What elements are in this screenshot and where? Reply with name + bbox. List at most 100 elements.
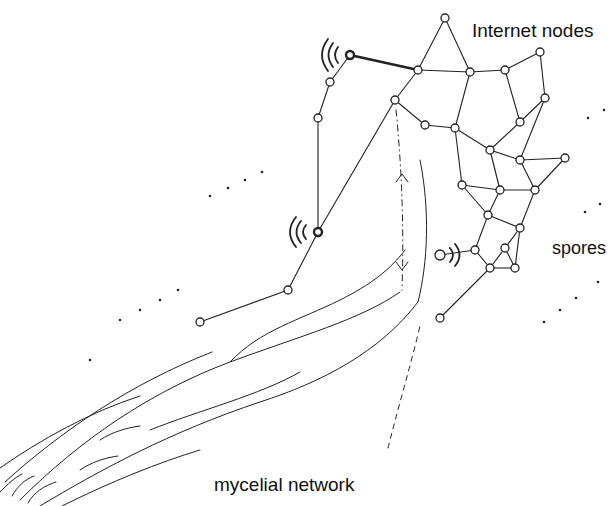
signal-arc — [303, 225, 306, 239]
hypha — [80, 456, 118, 470]
spore-dot — [261, 171, 264, 174]
hypha — [100, 426, 140, 440]
internet-node — [196, 318, 204, 326]
internet-node — [451, 124, 459, 132]
flow-chevron-up — [396, 174, 408, 182]
spore-dot — [139, 309, 142, 312]
network-link — [490, 122, 520, 150]
internet-node — [391, 96, 399, 104]
internet-node — [516, 118, 524, 126]
hypha — [0, 474, 22, 492]
internet-node — [421, 121, 429, 129]
internet-node — [516, 156, 524, 164]
signal-arc — [322, 39, 328, 71]
spore-dot — [575, 297, 578, 300]
network-link — [317, 118, 318, 232]
network-link — [520, 158, 565, 160]
internet-node — [486, 146, 494, 154]
network-link — [520, 98, 545, 160]
signal-arc — [290, 217, 296, 247]
network-link — [470, 70, 505, 72]
network-link — [440, 268, 490, 318]
spore-dot — [159, 299, 162, 302]
network-link — [490, 150, 500, 190]
internet-node — [471, 246, 479, 254]
annotation-label: spores — [550, 238, 608, 259]
spore-dot — [119, 319, 122, 322]
signal-arc — [450, 248, 453, 262]
internet-node — [501, 66, 509, 74]
internet-node — [441, 14, 449, 22]
spore-dot — [209, 195, 212, 198]
internet-node — [561, 154, 569, 162]
network-link — [520, 190, 535, 228]
network-link — [462, 185, 500, 190]
internet-node — [314, 114, 322, 122]
hypha — [62, 450, 200, 506]
network-link — [455, 128, 462, 185]
internet-node — [484, 211, 492, 219]
spore-dot — [584, 211, 587, 214]
network-link — [520, 160, 535, 190]
network-link — [515, 228, 520, 268]
internet-node — [501, 244, 509, 252]
spore-dot — [227, 187, 230, 190]
internet-node — [486, 264, 494, 272]
hypha — [5, 352, 212, 482]
internet-node — [435, 250, 445, 260]
spore-dot — [559, 309, 562, 312]
internet-node — [284, 286, 292, 294]
spore-dot — [177, 289, 180, 292]
annotation-label: Internet nodes — [470, 20, 595, 42]
spore-dot — [89, 359, 92, 362]
internet-node — [414, 66, 422, 74]
hypha — [12, 476, 34, 496]
network-link — [445, 18, 470, 72]
flow-chevron-down — [396, 262, 408, 270]
network-link — [395, 70, 418, 100]
internet-node — [516, 224, 524, 232]
signal-symbols — [290, 39, 460, 266]
network-link — [418, 18, 445, 70]
network-link — [455, 128, 490, 150]
internet-node — [541, 94, 549, 102]
network-link — [535, 158, 565, 190]
network-link — [318, 100, 395, 232]
internet-node — [326, 78, 334, 86]
network-link — [455, 72, 470, 128]
spore-dot — [599, 203, 602, 206]
signal-arc — [335, 47, 338, 63]
network-link — [462, 185, 488, 215]
hypha — [40, 302, 418, 506]
network-link — [318, 82, 330, 118]
signal-arc — [329, 43, 334, 67]
network-links — [200, 18, 565, 322]
spore-dot — [244, 179, 247, 182]
hypha — [28, 482, 56, 503]
internet-node — [496, 186, 504, 194]
hypha — [20, 292, 400, 500]
network-link — [418, 70, 470, 72]
dashed-hypha — [388, 326, 420, 448]
spore-dot — [603, 109, 606, 112]
wireless-link — [350, 55, 418, 70]
hypha — [0, 396, 140, 468]
spore-dot — [543, 321, 546, 324]
spore-dot — [587, 117, 590, 120]
internet-node — [531, 186, 539, 194]
network-link — [200, 290, 288, 322]
mycelial-network — [0, 110, 427, 506]
network-link — [475, 215, 488, 250]
signal-arc — [297, 221, 302, 243]
internet-node — [436, 314, 444, 322]
internet-node — [314, 228, 322, 236]
annotation-label: mycelial network — [212, 474, 356, 496]
internet-node — [458, 181, 466, 189]
network-link — [395, 100, 425, 125]
signal-arc — [455, 244, 460, 266]
network-link — [505, 52, 540, 70]
network-link — [520, 98, 545, 122]
